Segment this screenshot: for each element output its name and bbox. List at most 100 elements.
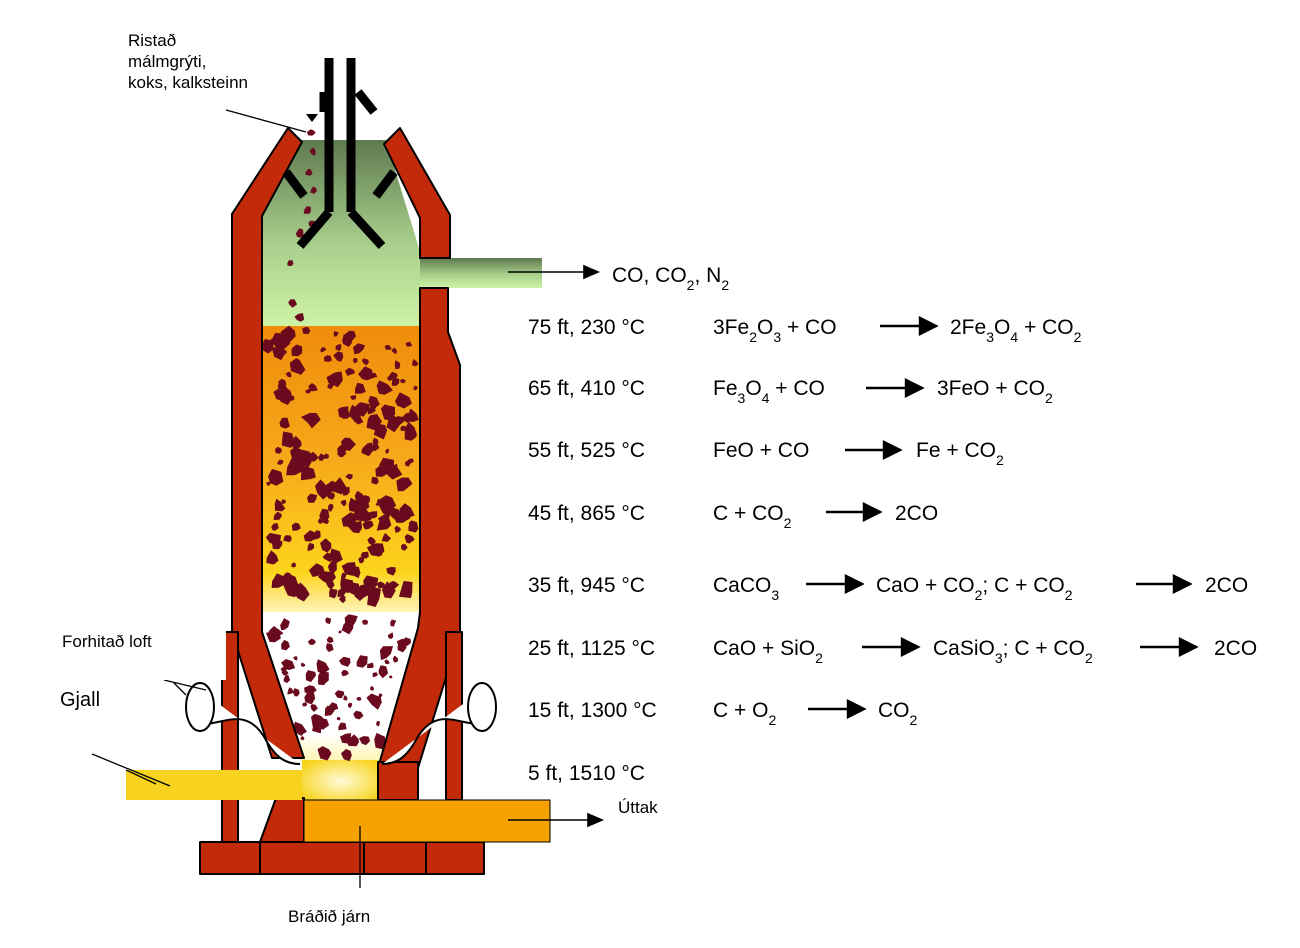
ore-particle <box>352 402 370 417</box>
ore-particle <box>362 520 374 530</box>
ore-particle <box>266 481 271 486</box>
ore-particle <box>284 583 298 598</box>
ore-particle <box>305 168 313 176</box>
ore-particle <box>341 512 357 527</box>
ore-particle <box>317 571 336 585</box>
ore-particle <box>388 675 393 679</box>
ore-particle <box>399 378 406 384</box>
ore-particle <box>281 639 290 651</box>
reaction-15-reactants: C + O2 <box>713 699 776 728</box>
ore-particle <box>302 327 311 334</box>
ore-particle <box>281 499 286 504</box>
ore-particle <box>333 331 339 337</box>
ore-particle <box>320 538 332 553</box>
ore-particle <box>387 375 393 381</box>
reaction-65-products: 3FeO + CO2 <box>937 377 1053 406</box>
reaction-25-reactants: CaO + SiO2 <box>713 637 823 666</box>
ore-particle <box>388 469 395 476</box>
ore-particle <box>261 339 275 354</box>
ore-particle <box>391 377 400 386</box>
ore-particle <box>307 638 316 645</box>
ore-particle <box>338 449 347 458</box>
zone-label: 35 ft, 945 °C <box>528 574 645 597</box>
ore-particles <box>261 129 419 762</box>
ore-particle <box>367 511 378 519</box>
ore-particle <box>396 477 413 492</box>
ore-particle <box>280 325 296 342</box>
molten-iron-label: Bráðið járn <box>288 907 370 926</box>
ore-particle <box>389 580 400 590</box>
ore-particle <box>376 380 393 395</box>
ore-particle <box>324 355 332 362</box>
ore-particle <box>308 563 326 577</box>
ore-particle <box>309 147 316 156</box>
ore-particle <box>287 687 294 695</box>
ore-particle <box>304 685 317 694</box>
ore-particle <box>338 722 347 731</box>
ore-particle <box>398 581 413 598</box>
iron-outlet <box>303 799 551 843</box>
reaction-arrows <box>806 316 1199 719</box>
ore-particle <box>347 734 359 747</box>
ore-particle <box>342 334 353 347</box>
ore-particle <box>318 453 325 461</box>
charging-bell <box>282 58 398 250</box>
ore-particle <box>329 588 338 599</box>
ore-particle <box>317 518 323 524</box>
flow-arrows <box>508 264 605 828</box>
zone-label: 15 ft, 1300 °C <box>528 699 657 722</box>
ore-particle <box>341 621 354 635</box>
ore-particle <box>328 503 334 512</box>
ore-particle <box>394 360 401 370</box>
preheated-air-label-bg <box>56 624 226 680</box>
gas-outlet-duct <box>420 258 542 288</box>
ore-particle <box>305 389 311 394</box>
ore-particle <box>326 581 335 590</box>
reaction-65-reactants: Fe3O4 + CO <box>713 377 825 406</box>
ore-particle <box>393 510 411 523</box>
ore-particle <box>317 746 332 761</box>
ore-particle <box>381 532 392 542</box>
ore-particle <box>358 556 365 564</box>
feed-label-1: Ristað <box>128 31 176 50</box>
outlet-label: Úttak <box>618 798 658 817</box>
reaction-15-products: CO2 <box>878 699 918 728</box>
ore-particle <box>323 453 329 459</box>
reaction-45-products: 2CO <box>895 502 938 525</box>
ore-particle <box>340 749 352 762</box>
leader-lines <box>91 109 361 888</box>
ore-particle <box>354 583 372 598</box>
ore-particle <box>271 523 279 531</box>
zone-label: 65 ft, 410 °C <box>528 377 645 400</box>
ore-particle <box>272 332 286 346</box>
ore-particle <box>349 404 361 424</box>
ore-particle <box>355 382 366 394</box>
ore-particle <box>404 421 418 441</box>
ore-particle <box>372 437 379 446</box>
ore-particle <box>349 369 355 375</box>
ore-particle <box>291 522 301 531</box>
ore-particle <box>386 567 396 576</box>
ore-particle <box>307 493 318 503</box>
ore-particle <box>361 442 374 457</box>
ore-particle <box>372 672 378 678</box>
ore-particle <box>387 632 394 639</box>
ore-particle <box>313 530 321 540</box>
ore-particle <box>281 670 289 676</box>
zone-label: 25 ft, 1125 °C <box>528 637 655 660</box>
zone-label: 5 ft, 1510 °C <box>528 762 645 785</box>
gas-output-label: CO, CO2, N2 <box>612 264 729 293</box>
ore-particle <box>292 688 300 697</box>
ore-particle <box>366 414 383 431</box>
ore-particle <box>367 536 376 546</box>
ore-particle <box>378 693 383 698</box>
reaction-55-products: Fe + CO2 <box>916 439 1004 468</box>
ore-particle <box>273 389 287 401</box>
reactions: 3Fe2O3 + CO 2Fe3O4 + CO2 Fe3O4 + CO 3FeO… <box>713 316 1257 728</box>
ore-particle <box>288 299 298 308</box>
ore-particle <box>350 566 361 579</box>
ore-particle <box>405 341 413 347</box>
ore-particle <box>311 713 325 729</box>
reaction-35-products: CaO + CO2; C + CO2 <box>876 574 1073 603</box>
